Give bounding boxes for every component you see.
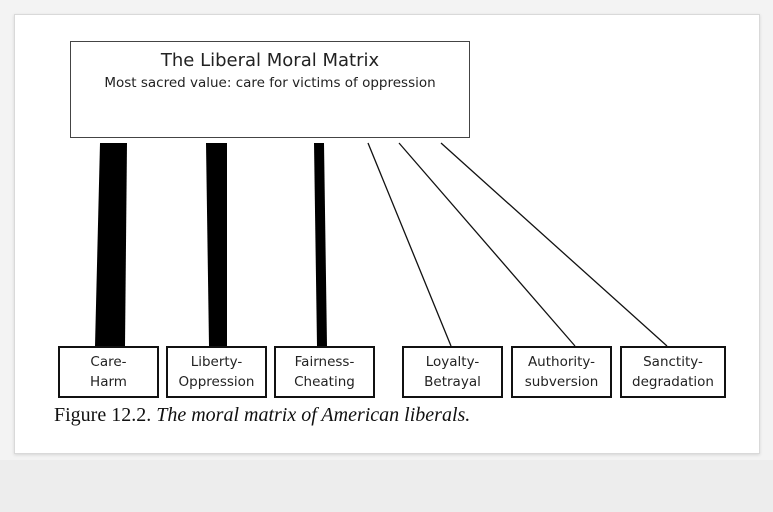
bottom-band [0,460,773,512]
connector-sanctity-degradation [440,142,668,347]
foundation-label-line1: Liberty- [190,354,243,370]
matrix-title-box: The Liberal Moral Matrix Most sacred val… [70,41,470,138]
foundation-label-line2: Oppression [178,374,255,390]
foundation-label-line2: degradation [632,374,714,390]
connector-fairness-cheating [314,143,327,346]
foundation-loyalty-betrayal: Loyalty- Betrayal [402,346,503,398]
caption-italic-text: The moral matrix of American liberals. [156,404,471,426]
foundation-fairness-cheating: Fairness- Cheating [274,346,375,398]
foundation-care-harm: Care- Harm [58,346,159,398]
foundation-liberty-oppression: Liberty- Oppression [166,346,267,398]
foundation-label-line2: Cheating [294,374,355,390]
connector-loyalty-betrayal [367,142,452,347]
connector-care-harm [95,143,127,346]
foundation-sanctity-degradation: Sanctity- degradation [620,346,726,398]
foundation-label-line2: Harm [90,374,127,390]
foundation-label-line1: Authority- [527,354,596,370]
matrix-subtitle: Most sacred value: care for victims of o… [104,75,436,91]
connector-liberty-oppression [206,143,227,346]
foundation-label-line2: subversion [524,374,599,390]
foundation-label-line1: Fairness- [294,354,355,370]
foundation-label-line2: Betrayal [424,374,481,390]
foundation-label-line1: Sanctity- [643,354,703,370]
connector-authority-subversion [398,142,576,347]
figure-caption: Figure 12.2. The moral matrix of America… [54,404,470,427]
foundation-label-line1: Care- [90,354,127,370]
matrix-title: The Liberal Moral Matrix [160,50,380,71]
foundation-authority-subversion: Authority- subversion [511,346,612,398]
caption-prefix: Figure 12.2. [54,404,152,426]
foundation-label-line1: Loyalty- [425,354,480,370]
